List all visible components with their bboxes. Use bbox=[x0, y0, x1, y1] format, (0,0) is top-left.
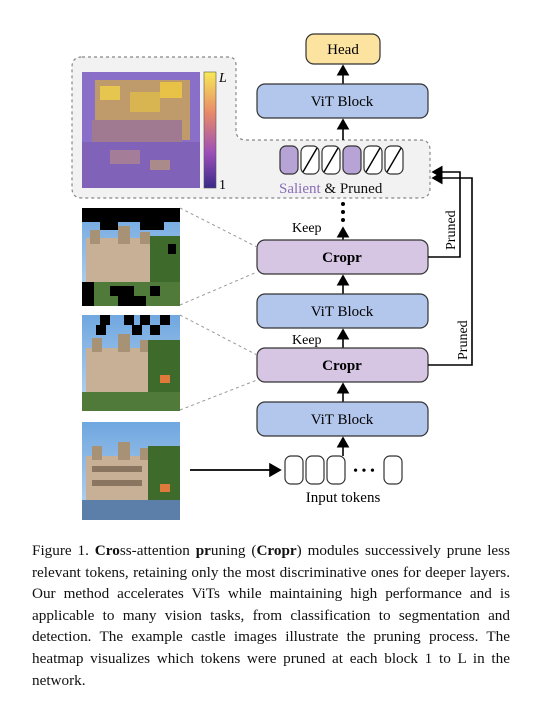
pruned-label-lower: Pruned bbox=[456, 320, 471, 360]
caption-text-2: uning ( bbox=[210, 542, 257, 559]
pruned-path-upper bbox=[428, 165, 461, 258]
caption-bold-2: pr bbox=[195, 542, 211, 559]
vit-block-middle-label: ViT Block bbox=[311, 304, 374, 320]
head-label: Head bbox=[327, 42, 359, 58]
castle-image-pruned-1 bbox=[82, 315, 180, 411]
input-tokens-ellipsis: • • • bbox=[353, 464, 375, 479]
castle-image-pruned-2 bbox=[82, 208, 180, 306]
continuation-dot bbox=[341, 202, 345, 206]
salient-label: Salient bbox=[279, 181, 321, 197]
vit-block-middle bbox=[256, 293, 429, 329]
input-tokens bbox=[284, 455, 403, 485]
continuation-dot bbox=[341, 210, 345, 214]
keep-label-upper: Keep bbox=[292, 221, 322, 236]
colorbar-top-label: L bbox=[218, 71, 227, 86]
continuation-dot bbox=[341, 218, 345, 222]
caption-bold-1: Cro bbox=[94, 542, 120, 559]
pruned-path-lower bbox=[428, 171, 473, 366]
connector-dotted bbox=[179, 207, 258, 248]
head-box bbox=[305, 33, 381, 65]
pruned-label-upper: Pruned bbox=[444, 210, 459, 250]
pruned-legend-label: & Pruned bbox=[321, 181, 383, 197]
cropr-lower-label: Cropr bbox=[322, 358, 362, 374]
vit-block-bottom bbox=[256, 401, 429, 437]
input-tokens-label: Input tokens bbox=[306, 490, 381, 506]
keep-label-lower: Keep bbox=[292, 333, 322, 348]
salient-pruned-tokens bbox=[279, 145, 404, 175]
salient-pruned-legend: Salient & Pruned bbox=[279, 181, 383, 197]
vit-block-top bbox=[256, 83, 429, 119]
caption-prefix: Figure 1. bbox=[32, 542, 95, 559]
connector-dotted bbox=[179, 271, 258, 306]
figure-caption: Figure 1. Cross-attention pruning (Cropr… bbox=[32, 540, 510, 691]
caption-bold-3: Cropr bbox=[256, 542, 297, 559]
colorbar-bottom-label: 1 bbox=[219, 178, 226, 193]
castle-image-input bbox=[82, 422, 180, 520]
vit-block-top-label: ViT Block bbox=[311, 94, 374, 110]
caption-text-1: ss-attention bbox=[119, 542, 196, 559]
heatmap-colorbar bbox=[203, 71, 217, 189]
caption-text-3: ) modules successively prune less releva… bbox=[32, 542, 510, 689]
vit-block-bottom-label: ViT Block bbox=[311, 412, 374, 428]
pruning-heatmap bbox=[82, 72, 200, 188]
connector-dotted bbox=[179, 314, 258, 356]
cropr-upper-label: Cropr bbox=[322, 250, 362, 266]
connector-dotted bbox=[179, 379, 258, 411]
